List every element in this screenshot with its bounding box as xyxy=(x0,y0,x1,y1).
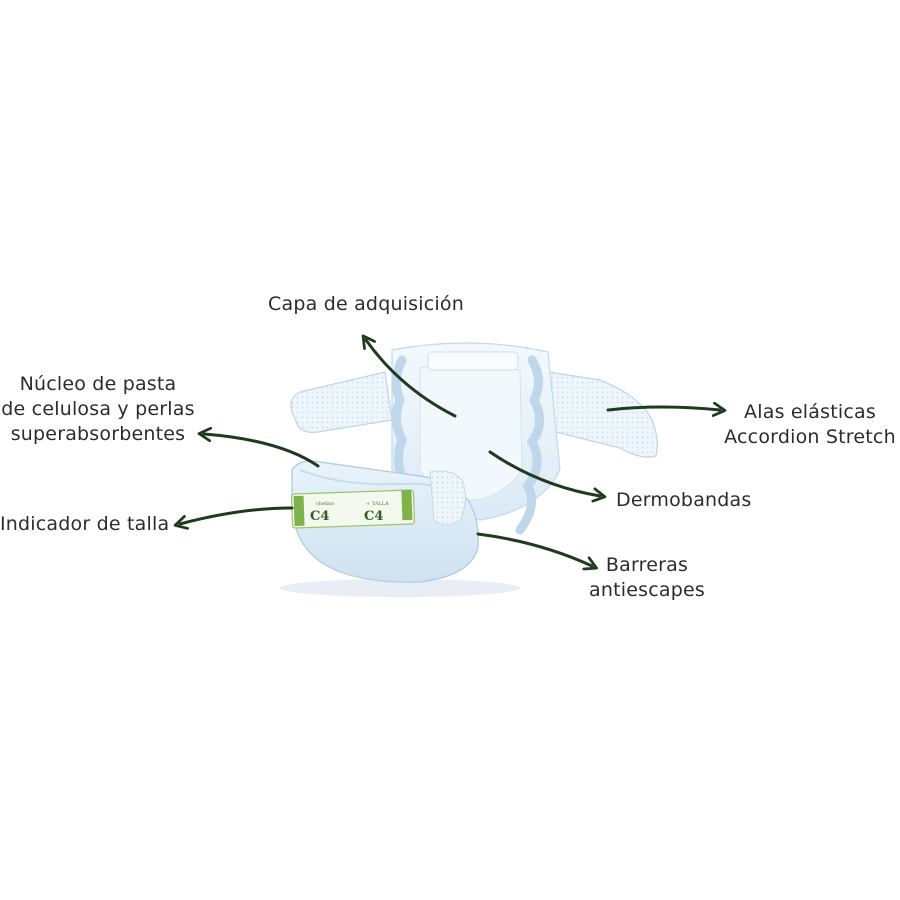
label-line: Barreras xyxy=(605,554,689,576)
label-line: Alas elásticas xyxy=(744,401,876,423)
label-nucleo: Núcleo de pasta de celulosa y perlas sup… xyxy=(0,372,196,447)
arrow-alas xyxy=(606,407,720,410)
front-right-flap xyxy=(429,470,466,526)
label-capa-adquisicion: Capa de adquisición xyxy=(268,292,464,317)
right-wing xyxy=(547,371,658,458)
label-line: antiescapes xyxy=(589,579,705,601)
label-dermobandas: Dermobandas xyxy=(616,488,766,513)
left-wing xyxy=(290,371,393,433)
label-line: Indicador de talla xyxy=(0,513,170,535)
size-mark-text: + TALLA xyxy=(366,501,389,507)
label-line: Accordion Stretch xyxy=(724,426,896,448)
arrow-nucleo xyxy=(204,434,320,468)
arrow-indicador xyxy=(180,506,294,524)
label-line: Dermobandas xyxy=(616,489,752,511)
label-barreras-antiescapes: Barreras antiescapes xyxy=(586,553,708,603)
label-line: Capa de adquisición xyxy=(268,293,464,315)
arrow-capa xyxy=(366,340,457,418)
label-alas-elasticas: Alas elásticas Accordion Stretch xyxy=(722,400,898,450)
label-line: superabsorbentes xyxy=(10,423,186,445)
size-brand-text: chelino xyxy=(316,501,334,507)
label-line: Núcleo de pasta xyxy=(19,373,177,395)
arrow-barreras xyxy=(476,532,592,566)
label-indicador-talla: Indicador de talla xyxy=(0,512,170,537)
svg-text:C4: C4 xyxy=(310,509,329,524)
right-barrier xyxy=(515,355,544,535)
ground-shadow xyxy=(280,579,520,597)
arrow-dermobandas xyxy=(488,450,600,496)
waist-strip xyxy=(427,351,519,371)
label-line: de celulosa y perlas xyxy=(1,398,195,420)
svg-text:C4: C4 xyxy=(364,509,383,524)
size-indicator-strip: chelino + TALLA C4 C4 xyxy=(290,489,416,529)
